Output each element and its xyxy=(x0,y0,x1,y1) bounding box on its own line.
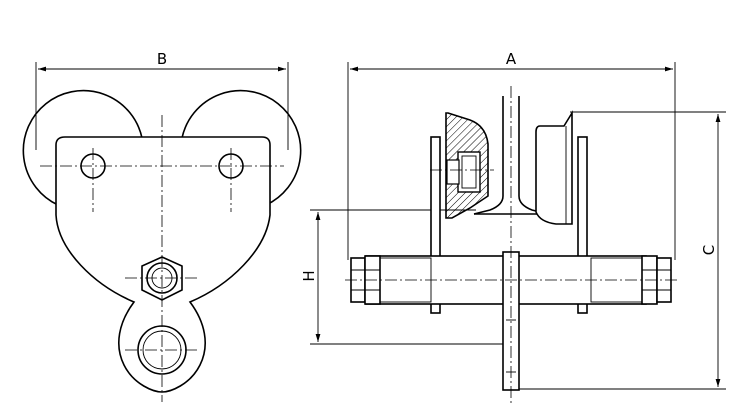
dimension-b: B xyxy=(35,50,289,150)
dimension-b-label: B xyxy=(157,50,167,68)
right-wheel xyxy=(181,89,302,206)
right-wheel-profile xyxy=(535,110,573,225)
dimension-a-label: A xyxy=(506,50,517,68)
left-side-plate xyxy=(430,136,441,314)
dimension-a: A xyxy=(347,50,676,260)
front-view: B xyxy=(22,50,302,402)
dimension-h-label: H xyxy=(300,270,318,281)
dimension-c: C xyxy=(512,111,726,390)
right-side-plate xyxy=(577,136,588,314)
side-view: A C H xyxy=(300,50,726,404)
left-wheel-section xyxy=(445,112,489,219)
left-wheel xyxy=(22,89,143,206)
dimension-c-label: C xyxy=(700,245,718,255)
